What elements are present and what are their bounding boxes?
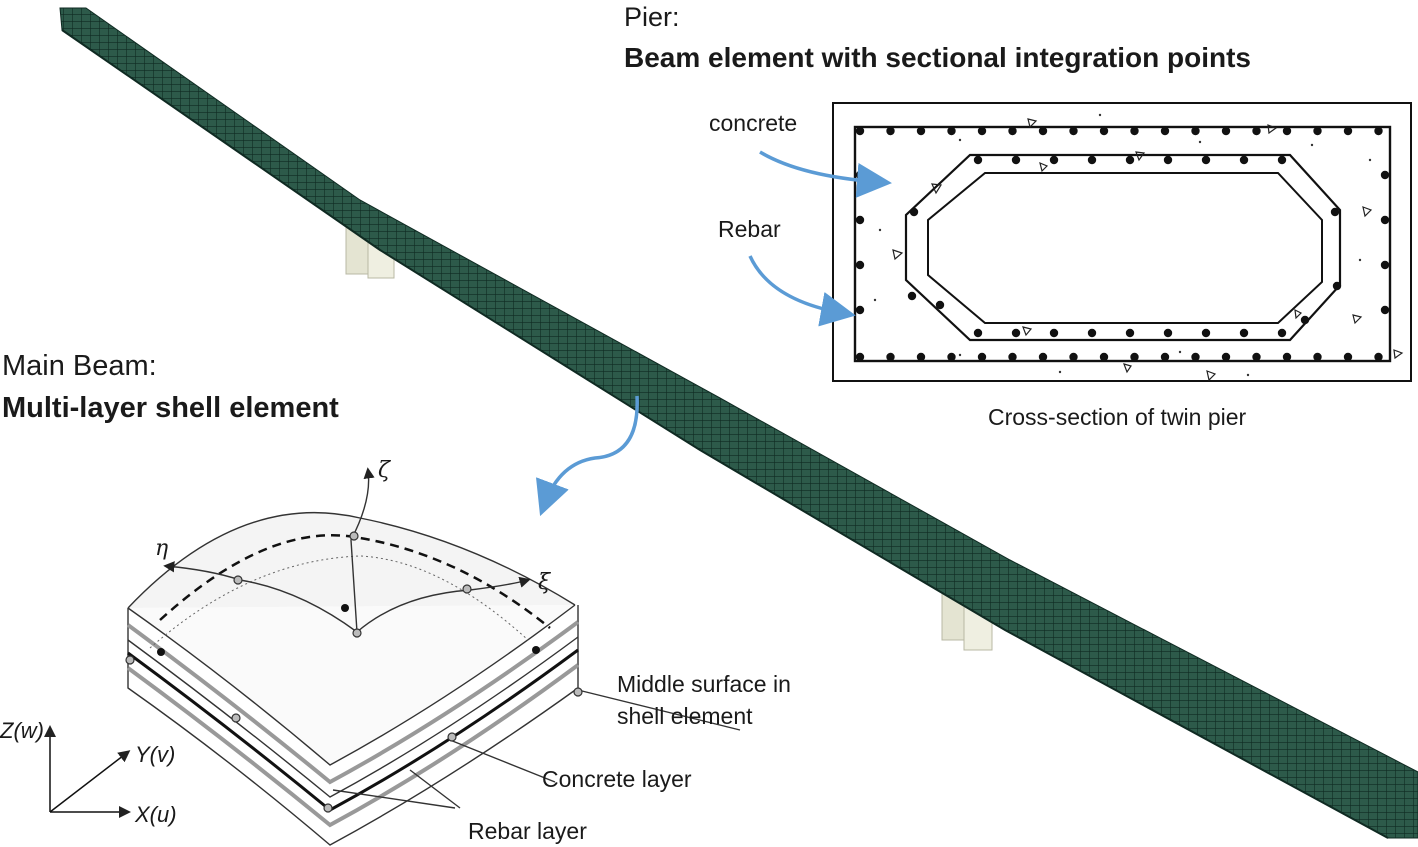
rebar-dot bbox=[855, 305, 865, 315]
rebar-dot bbox=[1239, 328, 1249, 338]
rebar-dot bbox=[1221, 126, 1231, 136]
rebar-dot bbox=[1069, 352, 1078, 362]
rebar-dot bbox=[1374, 352, 1383, 362]
rebar-dot bbox=[1160, 126, 1170, 136]
rebar-dot bbox=[1069, 126, 1078, 136]
rebar-dot bbox=[1330, 207, 1340, 217]
rebar-dot bbox=[973, 328, 983, 338]
rebar-dot bbox=[1125, 328, 1135, 338]
rebar-dot bbox=[1130, 126, 1139, 136]
rebar-dot bbox=[1163, 155, 1173, 165]
rebar-dot bbox=[855, 352, 865, 362]
local-axis-eta-label: η bbox=[155, 536, 169, 561]
rebar-dot bbox=[935, 300, 945, 310]
concrete-label: concrete bbox=[709, 110, 798, 136]
pier-subtitle: Beam element with sectional integration … bbox=[624, 42, 1251, 73]
gauss-points bbox=[157, 604, 540, 656]
concrete-layer-label: Concrete layer bbox=[542, 766, 692, 792]
pier-cross-section bbox=[832, 102, 1412, 382]
cross-section-caption: Cross-section of twin pier bbox=[988, 404, 1247, 430]
global-axes bbox=[44, 725, 131, 818]
rebar-dot bbox=[1343, 126, 1353, 136]
axis-x-label: X(u) bbox=[135, 802, 177, 827]
rebar-dot bbox=[1087, 328, 1097, 338]
rebar-dot bbox=[1099, 352, 1109, 362]
rebar-dot bbox=[855, 126, 865, 136]
rebar-dot bbox=[1300, 315, 1310, 325]
aggregate-triangles bbox=[892, 118, 1404, 382]
rebar-label: Rebar bbox=[718, 216, 781, 242]
main-beam-title: Main Beam: bbox=[2, 350, 157, 382]
rebar-dot bbox=[855, 170, 865, 180]
rebar-dot bbox=[1313, 352, 1322, 362]
middle-surface-label-line1: Middle surface in bbox=[617, 671, 791, 697]
rebar-dot bbox=[1277, 155, 1287, 165]
rebar-dot bbox=[1332, 281, 1342, 291]
rebar-dot bbox=[1380, 305, 1390, 315]
rebar-dot bbox=[977, 352, 987, 362]
rebar-dot bbox=[1380, 260, 1390, 270]
rebar-dots bbox=[855, 126, 1390, 362]
rebar-dot bbox=[855, 215, 865, 225]
rebar-dot bbox=[886, 352, 895, 362]
pier-title: Pier: bbox=[624, 2, 680, 32]
rebar-dot bbox=[1099, 126, 1109, 136]
rebar-dot bbox=[1374, 126, 1383, 136]
bridge-deck-mesh bbox=[59, 7, 1418, 839]
local-axis-xi-label: ξ bbox=[538, 570, 551, 595]
rebar-dot bbox=[907, 291, 917, 301]
rebar-dot bbox=[1201, 328, 1211, 338]
axis-y-label: Y(v) bbox=[135, 742, 176, 767]
rebar-dot bbox=[973, 155, 983, 165]
rebar-dot bbox=[1049, 328, 1059, 338]
rebar-dot bbox=[1125, 155, 1135, 165]
rebar-dot bbox=[916, 352, 926, 362]
aggregate-specks bbox=[873, 113, 1372, 377]
rebar-dot bbox=[1008, 352, 1017, 362]
rebar-dot bbox=[1252, 126, 1261, 136]
local-axis-zeta-label: ζ bbox=[378, 458, 390, 483]
rebar-dot bbox=[1038, 126, 1048, 136]
rebar-dot bbox=[855, 260, 865, 270]
rebar-dot bbox=[1163, 328, 1173, 338]
rebar-dot bbox=[1011, 155, 1021, 165]
rebar-dot bbox=[1049, 155, 1059, 165]
rebar-dot bbox=[916, 126, 926, 136]
rebar-dot bbox=[1380, 170, 1390, 180]
rebar-dot bbox=[1191, 352, 1200, 362]
rebar-dot bbox=[1380, 215, 1390, 225]
shell-nodes bbox=[125, 531, 583, 813]
rebar-layer-label: Rebar layer bbox=[468, 818, 587, 844]
rebar-dot bbox=[886, 126, 895, 136]
rebar-dot bbox=[1343, 352, 1353, 362]
rebar-dot bbox=[947, 352, 956, 362]
rebar-dot bbox=[1313, 126, 1322, 136]
rebar-dot bbox=[1087, 155, 1097, 165]
rebar-dot bbox=[1277, 328, 1287, 338]
rebar-dot bbox=[909, 207, 919, 217]
rebar-dot bbox=[1282, 352, 1292, 362]
main-beam-subtitle: Multi-layer shell element bbox=[2, 392, 339, 424]
rebar-dot bbox=[1160, 352, 1170, 362]
rebar-dot bbox=[1191, 126, 1200, 136]
middle-surface-label-line2: shell element bbox=[617, 703, 753, 729]
pointer-arrows bbox=[535, 150, 892, 517]
rebar-dot bbox=[1221, 352, 1231, 362]
rebar-dot bbox=[1239, 155, 1249, 165]
rebar-dot bbox=[947, 126, 956, 136]
rebar-dot bbox=[1038, 352, 1048, 362]
rebar-dot bbox=[977, 126, 987, 136]
rebar-dot bbox=[1282, 126, 1292, 136]
rebar-dot bbox=[1130, 352, 1139, 362]
rebar-dot bbox=[1252, 352, 1261, 362]
axis-z-label: Z(w) bbox=[0, 718, 44, 743]
rebar-dot bbox=[1201, 155, 1211, 165]
rebar-dot bbox=[1011, 328, 1021, 338]
rebar-dot bbox=[1008, 126, 1017, 136]
